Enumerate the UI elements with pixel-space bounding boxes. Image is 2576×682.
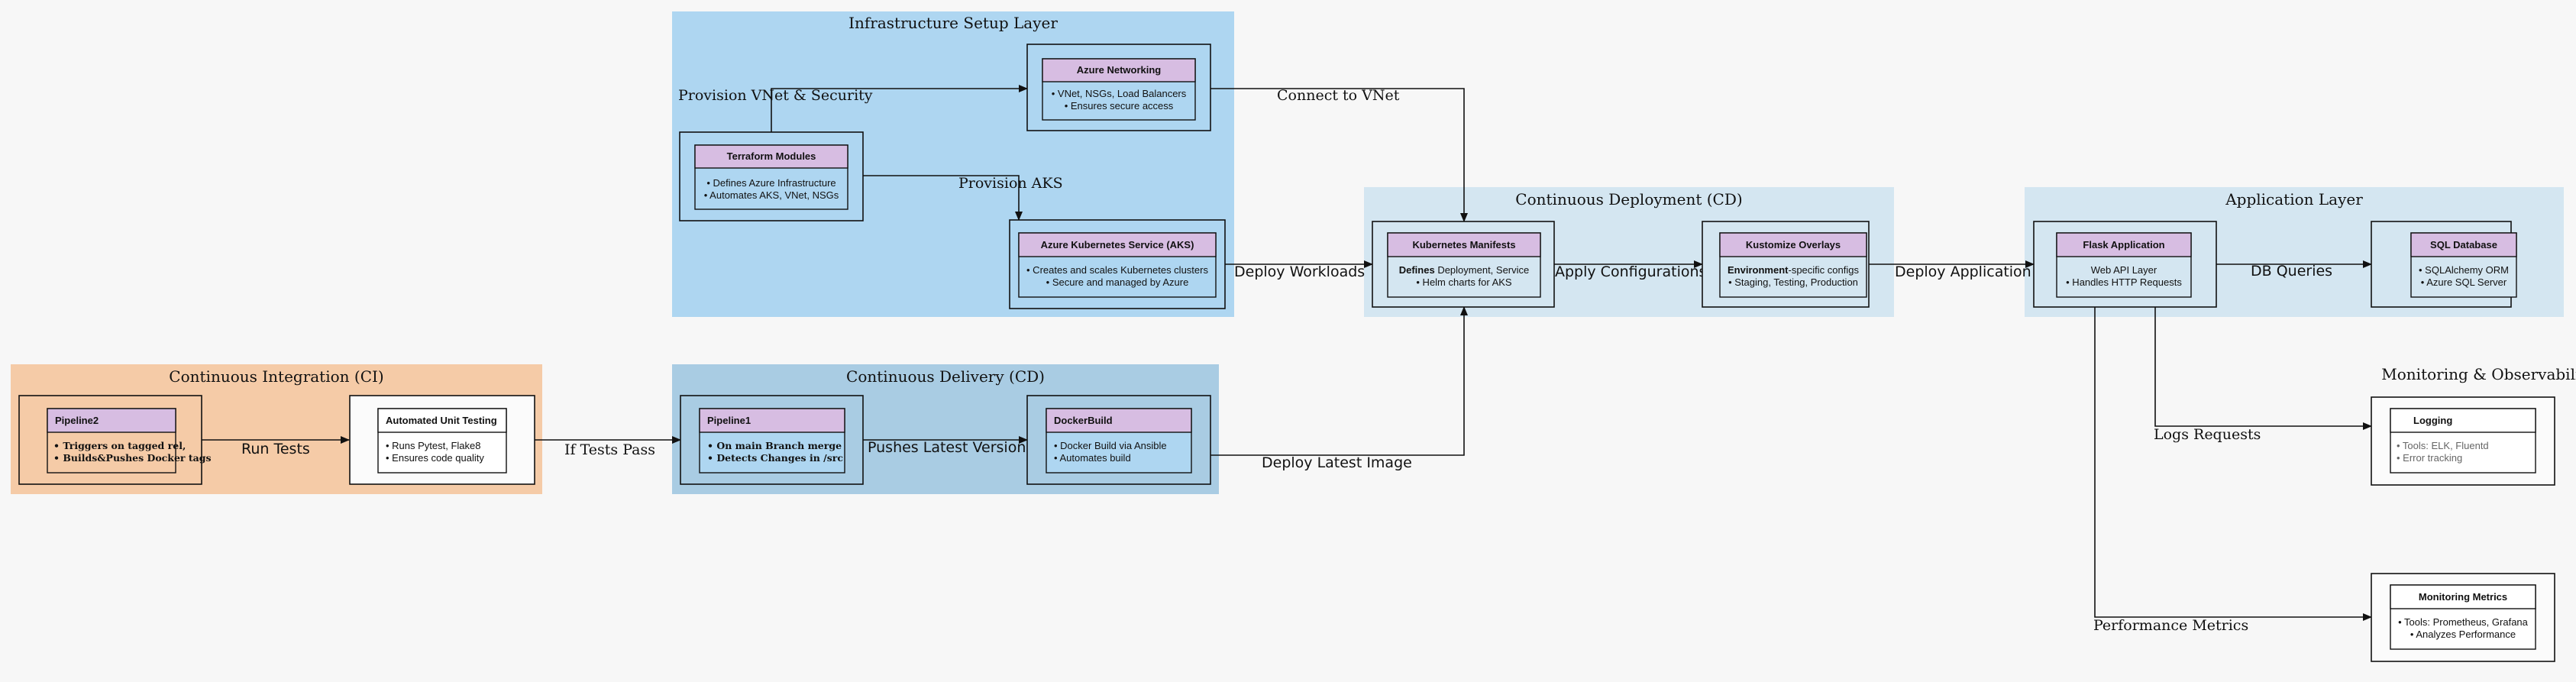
node-sql-title: SQL Database <box>2430 239 2497 250</box>
node-unit-testing-line-1: • Runs Pytest, Flake8 <box>386 440 481 451</box>
node-flask: Flask Application Web API Layer • Handle… <box>2033 221 2217 308</box>
node-azure-networking: Azure Networking • VNet, NSGs, Load Bala… <box>1026 44 1211 131</box>
node-aks-line-1: • Creates and scales Kubernetes clusters <box>1026 264 1208 276</box>
node-k8s-manifests-title: Kubernetes Manifests <box>1412 239 1515 250</box>
cluster-ci-title: Continuous Integration (CI) <box>169 367 383 386</box>
edge-label-connect-vnet: Connect to VNet <box>1277 87 1400 104</box>
node-monitoring-metrics-line-2: • Analyzes Performance <box>2410 629 2516 640</box>
node-unit-testing-title: Automated Unit Testing <box>386 415 497 426</box>
node-azure-networking-title: Azure Networking <box>1077 64 1162 76</box>
node-dockerbuild-line-1: • Docker Build via Ansible <box>1054 440 1167 451</box>
node-logging-line-2: • Error tracking <box>2397 452 2462 464</box>
edge-logs-requests <box>2154 307 2372 430</box>
edge-label-pushes-latest: Pushes Latest Version <box>868 439 1026 456</box>
node-logging: Logging • Tools: ELK, Fluentd • Error tr… <box>2371 396 2555 486</box>
node-pipeline1: Pipeline1 • On main Branch merge • Detec… <box>680 395 864 485</box>
edge-label-provision-aks: Provision AKS <box>958 175 1063 192</box>
node-dockerbuild-title: DockerBuild <box>1054 415 1113 426</box>
node-flask-line-2: • Handles HTTP Requests <box>2066 276 2182 288</box>
node-k8s-manifests-line-1-rest: Deployment, Service <box>1435 264 1530 276</box>
node-k8s-manifests-line-1-bold: Defines <box>1399 264 1435 276</box>
edge-label-provision-vnet: Provision VNet & Security <box>678 87 873 104</box>
node-pipeline1-line-2: • Detects Changes in /src <box>707 452 843 464</box>
node-sql-line-1: • SQLAlchemy ORM <box>2419 264 2509 276</box>
node-monitoring-metrics-line-1: • Tools: Prometheus, Grafana <box>2398 616 2529 628</box>
cluster-monitoring: Monitoring & Observability <box>2381 365 2576 383</box>
cluster-deployment-title: Continuous Deployment (CD) <box>1515 190 1742 208</box>
edges: Provision VNet & Security Provision AKS … <box>202 85 2372 634</box>
node-pipeline2-line-1: • Triggers on tagged rel, <box>53 440 186 451</box>
node-kustomize-line-1: Environment-specific configs <box>1728 264 1859 276</box>
node-aks-line-2: • Secure and managed by Azure <box>1046 276 1189 288</box>
node-terraform-title: Terraform Modules <box>727 150 816 162</box>
edge-label-db-queries: DB Queries <box>2251 263 2332 280</box>
node-k8s-manifests-line-1: Defines Deployment, Service <box>1399 264 1530 276</box>
node-kustomize: Kustomize Overlays Environment-specific … <box>1702 221 1870 308</box>
node-pipeline2-line-2: • Builds&Pushes Docker tags <box>53 452 212 464</box>
edge-connect-vnet <box>1210 88 1468 222</box>
edge-label-run-tests: Run Tests <box>241 441 310 457</box>
edge-deploy-latest-image <box>1210 306 1468 456</box>
node-kustomize-line-2: • Staging, Testing, Production <box>1728 276 1858 288</box>
edge-label-deploy-app: Deploy Application <box>1895 263 2031 280</box>
edge-label-deploy-workloads: Deploy Workloads <box>1234 263 1365 280</box>
node-logging-line-1: • Tools: ELK, Fluentd <box>2397 440 2489 451</box>
node-terraform-line-1: • Defines Azure Infrastructure <box>706 177 836 189</box>
node-unit-testing: Automated Unit Testing • Runs Pytest, Fl… <box>349 395 535 485</box>
cluster-application-title: Application Layer <box>2225 190 2363 208</box>
node-k8s-manifests-line-2: • Helm charts for AKS <box>1416 276 1512 288</box>
node-sql: SQL Database • SQLAlchemy ORM • Azure SQ… <box>2371 221 2517 308</box>
edge-label-performance-metrics: Performance Metrics <box>2093 617 2248 634</box>
node-unit-testing-line-2: • Ensures code quality <box>386 452 484 464</box>
node-monitoring-metrics: Monitoring Metrics • Tools: Prometheus, … <box>2371 573 2555 662</box>
node-kustomize-title: Kustomize Overlays <box>1746 239 1841 250</box>
node-aks: Azure Kubernetes Service (AKS) • Creates… <box>1009 219 1226 309</box>
cluster-infrastructure-title: Infrastructure Setup Layer <box>848 14 1058 32</box>
edge-provision-aks <box>863 175 1023 221</box>
node-aks-title: Azure Kubernetes Service (AKS) <box>1041 239 1194 250</box>
cluster-monitoring-title: Monitoring & Observability <box>2381 365 2576 383</box>
node-k8s-manifests: Kubernetes Manifests Defines Deployment,… <box>1372 221 1555 308</box>
node-pipeline2: Pipeline2 • Triggers on tagged rel, • Bu… <box>18 395 212 485</box>
node-monitoring-metrics-title: Monitoring Metrics <box>2419 591 2507 603</box>
node-azure-networking-line-2: • Ensures secure access <box>1065 100 1174 112</box>
node-dockerbuild-line-2: • Automates build <box>1054 452 1131 464</box>
cluster-delivery-title: Continuous Delivery (CD) <box>846 367 1045 386</box>
node-kustomize-line-1-bold: Environment <box>1728 264 1789 276</box>
node-pipeline1-line-1: • On main Branch merge <box>707 440 842 451</box>
edge-label-apply-configs: Apply Configurations <box>1555 263 1706 280</box>
node-terraform-line-2: • Automates AKS, VNet, NSGs <box>704 189 839 201</box>
node-terraform: Terraform Modules • Defines Azure Infras… <box>679 131 864 221</box>
node-dockerbuild: DockerBuild • Docker Build via Ansible •… <box>1026 395 1211 485</box>
edge-provision-vnet <box>771 85 1028 132</box>
edge-label-if-tests-pass: If Tests Pass <box>564 441 655 458</box>
node-kustomize-line-1-rest: -specific configs <box>1788 264 1859 276</box>
node-flask-title: Flask Application <box>2083 239 2164 250</box>
node-logging-title: Logging <box>2413 415 2452 426</box>
edge-performance-metrics <box>2094 307 2372 621</box>
edge-label-logs-requests: Logs Requests <box>2154 426 2261 443</box>
node-pipeline2-title: Pipeline2 <box>55 415 99 426</box>
node-azure-networking-line-1: • VNet, NSGs, Load Balancers <box>1052 88 1187 99</box>
node-flask-line-1: Web API Layer <box>2091 264 2157 276</box>
edge-label-deploy-latest-image: Deploy Latest Image <box>1262 454 1412 471</box>
node-sql-line-2: • Azure SQL Server <box>2421 276 2507 288</box>
node-pipeline1-title: Pipeline1 <box>707 415 751 426</box>
